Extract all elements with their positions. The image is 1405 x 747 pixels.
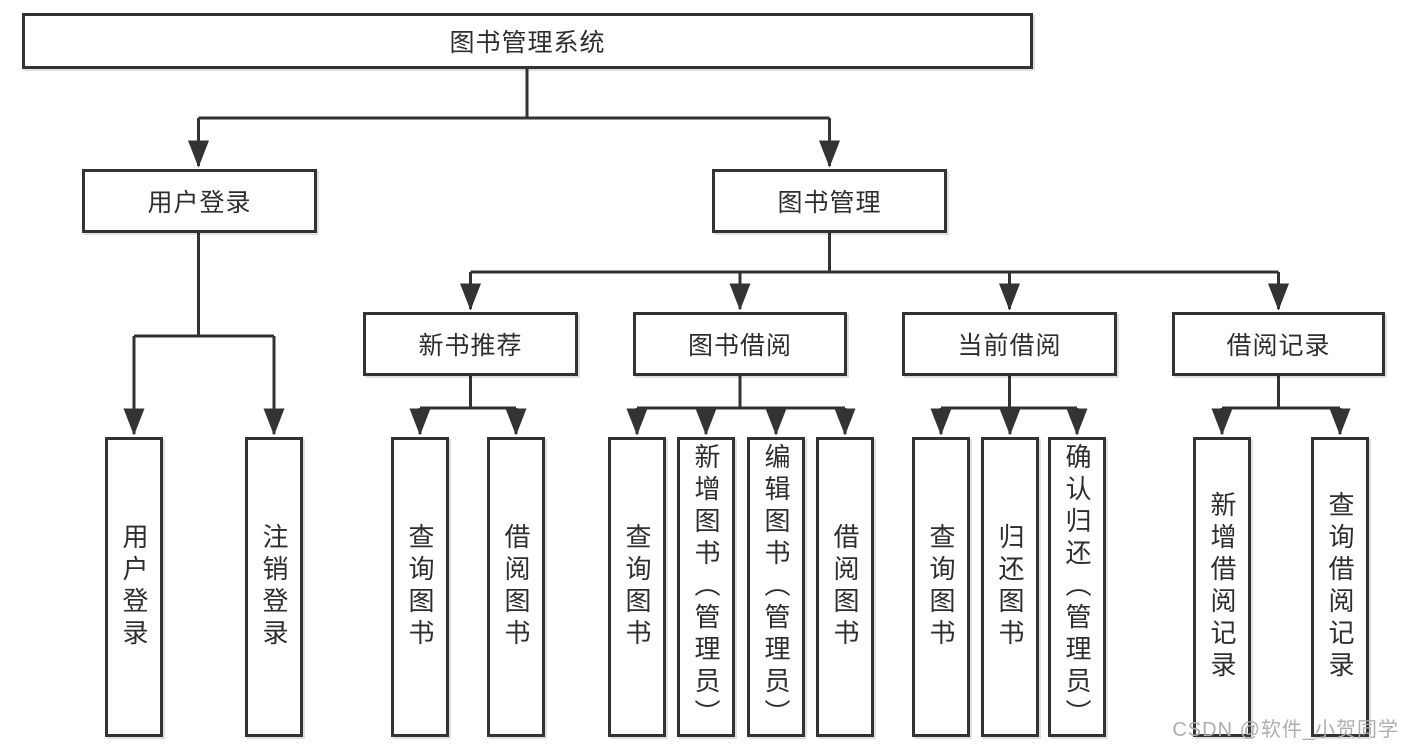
recommend-rail xyxy=(420,376,516,410)
current-rail xyxy=(941,376,1077,410)
node-leaf-confirm-return-admin: 确认归还（管理员） xyxy=(1048,437,1106,737)
node-leaf-current-query-books: 查询图书 xyxy=(912,437,970,737)
node-module-new-book-recommend: 新书推荐 xyxy=(363,312,578,376)
node-root: 图书管理系统 xyxy=(22,13,1033,69)
node-leaf-query-borrow-record: 查询借阅记录 xyxy=(1311,437,1369,737)
root-rail xyxy=(198,68,830,120)
node-leaf-recommend-borrow-books: 借阅图书 xyxy=(487,437,545,737)
watermark: CSDN @软件_小贺同学 xyxy=(1172,719,1399,741)
record-rail xyxy=(1222,376,1340,410)
node-module-book-borrow: 图书借阅 xyxy=(633,312,847,376)
node-leaf-add-books-admin: 新增图书（管理员） xyxy=(677,437,735,737)
borrow-rail xyxy=(637,376,845,410)
node-leaf-add-borrow-record: 新增借阅记录 xyxy=(1193,437,1251,737)
login-rail xyxy=(134,233,274,338)
node-leaf-edit-books-admin: 编辑图书（管理员） xyxy=(747,437,805,737)
node-leaf-user-login: 用户登录 xyxy=(105,437,163,737)
node-leaf-logout: 注销登录 xyxy=(245,437,303,737)
node-leaf-borrow-query-books: 查询图书 xyxy=(608,437,666,737)
node-leaf-return-books: 归还图书 xyxy=(981,437,1039,737)
node-book-management: 图书管理 xyxy=(712,169,947,233)
node-leaf-borrow-books: 借阅图书 xyxy=(816,437,874,737)
management-rail xyxy=(470,233,1279,274)
node-user-login: 用户登录 xyxy=(82,169,317,233)
node-leaf-recommend-query-books: 查询图书 xyxy=(391,437,449,737)
node-module-current-borrow: 当前借阅 xyxy=(902,312,1117,376)
node-module-borrow-record: 借阅记录 xyxy=(1172,312,1385,376)
